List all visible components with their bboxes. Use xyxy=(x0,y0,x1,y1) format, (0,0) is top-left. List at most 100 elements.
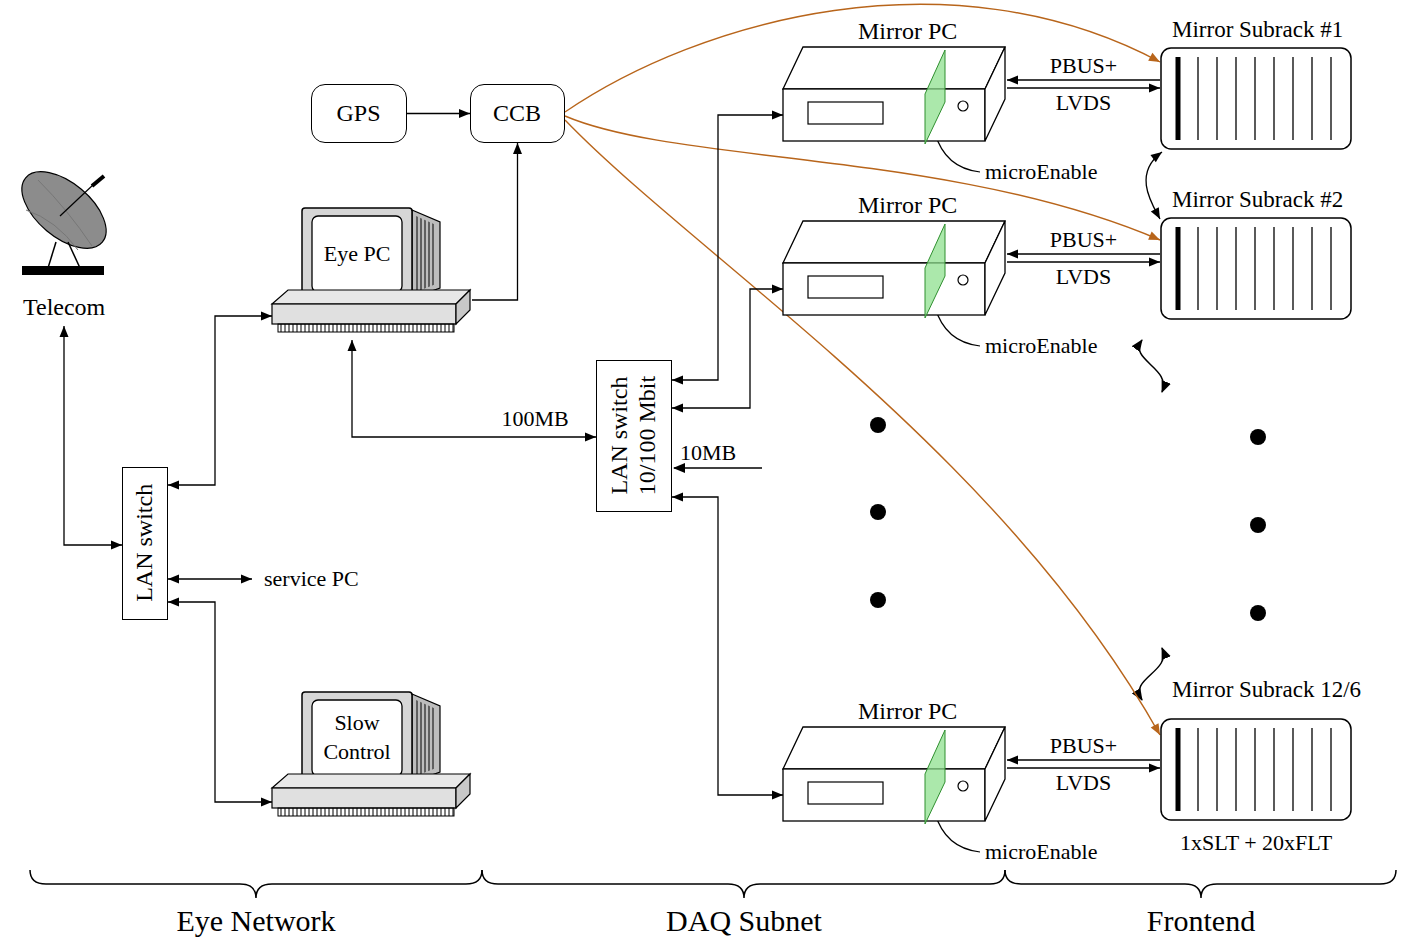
drawing-part xyxy=(1161,218,1351,319)
arrow-head xyxy=(772,285,783,294)
arrow-head xyxy=(672,404,683,413)
arrow-head xyxy=(672,376,683,385)
box-label: GPS xyxy=(337,99,381,127)
section-label: Eye Network xyxy=(176,904,335,938)
callout-label: microEnable xyxy=(985,159,1097,185)
drawing-part xyxy=(1250,517,1266,533)
drawing-part xyxy=(925,730,945,824)
uplink-arrow xyxy=(674,467,762,468)
ellipsis-dots xyxy=(870,417,1266,621)
drawing-part xyxy=(8,157,119,263)
rack-node: Mirror Subrack #1 xyxy=(1160,16,1402,152)
connector xyxy=(472,143,522,300)
drawing-part xyxy=(783,47,1005,89)
drawing-part xyxy=(783,769,985,821)
arrow-head xyxy=(772,791,783,800)
edge-label: 100MB xyxy=(501,407,568,431)
drawing-part xyxy=(312,700,402,776)
drawing-part xyxy=(1216,227,1217,310)
drawing-part xyxy=(1311,227,1312,310)
drawing-part xyxy=(808,782,883,804)
arrow-head xyxy=(1149,84,1160,93)
drawing-part xyxy=(272,290,470,304)
drawing-part xyxy=(925,50,945,144)
connector-line xyxy=(1007,261,1160,262)
drawing-part xyxy=(1330,728,1331,811)
edge-label: PBUS+ xyxy=(1050,734,1117,758)
arrow-head xyxy=(348,340,357,351)
edge-label: LVDS xyxy=(1056,91,1111,115)
connector-line xyxy=(1007,767,1160,768)
computer-illustration xyxy=(272,206,472,340)
drawing-part xyxy=(808,276,883,298)
pc-heading: Mirror PC xyxy=(858,192,957,219)
drawing-part xyxy=(783,89,985,141)
process-box: GPS xyxy=(311,84,407,143)
arrow-head xyxy=(1151,723,1160,735)
drawing-part xyxy=(68,242,80,268)
pc-illustration xyxy=(783,44,1007,144)
drawing-part xyxy=(312,216,402,292)
arrow-head xyxy=(1148,53,1160,62)
drawing-part xyxy=(1235,227,1236,310)
connector xyxy=(672,285,783,413)
arrow-head xyxy=(772,111,783,120)
arrow-head xyxy=(1007,250,1018,259)
arrow-head xyxy=(459,109,470,118)
switch-label: LAN switch 10/100 Mbit xyxy=(606,366,661,506)
drawing-part xyxy=(958,781,968,791)
connector-line xyxy=(352,340,596,437)
drawing-part xyxy=(1292,227,1293,310)
connector-line xyxy=(168,578,252,579)
drawing-part xyxy=(870,417,886,433)
drawing-part xyxy=(272,304,456,324)
rack-heading: Mirror Subrack #1 xyxy=(1172,16,1343,44)
arrow-head xyxy=(241,575,252,584)
drawing-part xyxy=(92,176,104,186)
drawing-part xyxy=(278,808,454,816)
rack-heading: Mirror Subrack #2 xyxy=(1172,186,1343,214)
drawing-part xyxy=(416,216,436,292)
section-label: Frontend xyxy=(1147,904,1255,938)
chain-arrow xyxy=(1139,648,1163,700)
arrow-head xyxy=(261,798,272,807)
pc-heading: Mirror PC xyxy=(858,18,957,45)
drawing-part xyxy=(416,700,436,776)
drawing-part xyxy=(302,208,412,298)
drawing-part xyxy=(1292,57,1293,140)
arrow-head xyxy=(585,433,596,442)
connector-line xyxy=(472,143,518,300)
braces xyxy=(30,870,1396,898)
drawing-part xyxy=(1254,57,1255,140)
subrack-illustration xyxy=(1160,47,1352,150)
drawing-part xyxy=(412,210,440,298)
connector xyxy=(168,312,272,490)
mon-node: Eye PC xyxy=(272,206,472,340)
connector-line xyxy=(1007,253,1160,254)
rack-note: 1xSLT + 20xFLT xyxy=(1180,830,1332,856)
mon-node: Slow Control xyxy=(272,690,472,824)
satellite-dish xyxy=(8,150,120,280)
drawing-part xyxy=(1216,728,1217,811)
subrack-illustration xyxy=(1160,718,1352,821)
connector xyxy=(1146,152,1162,219)
switch-label: LAN switch xyxy=(131,472,159,613)
drawing-part xyxy=(278,324,454,332)
connector xyxy=(60,326,123,550)
connector-line xyxy=(672,115,783,380)
drawing-part xyxy=(482,870,1005,898)
arrow-head xyxy=(672,493,683,502)
drawing-part xyxy=(1176,57,1181,140)
drawing-part xyxy=(870,504,886,520)
drawing-part xyxy=(1254,728,1255,811)
drawing-part xyxy=(1311,728,1312,811)
drawing-part xyxy=(60,184,94,216)
pc-illustration xyxy=(783,724,1007,824)
connector-line xyxy=(1146,152,1162,219)
mpc-node: Mirror PC xyxy=(783,698,1007,824)
drawing-part xyxy=(1273,728,1274,811)
box-label: CCB xyxy=(493,99,541,127)
edge-label: LVDS xyxy=(1056,771,1111,795)
drawing-part xyxy=(272,774,470,788)
